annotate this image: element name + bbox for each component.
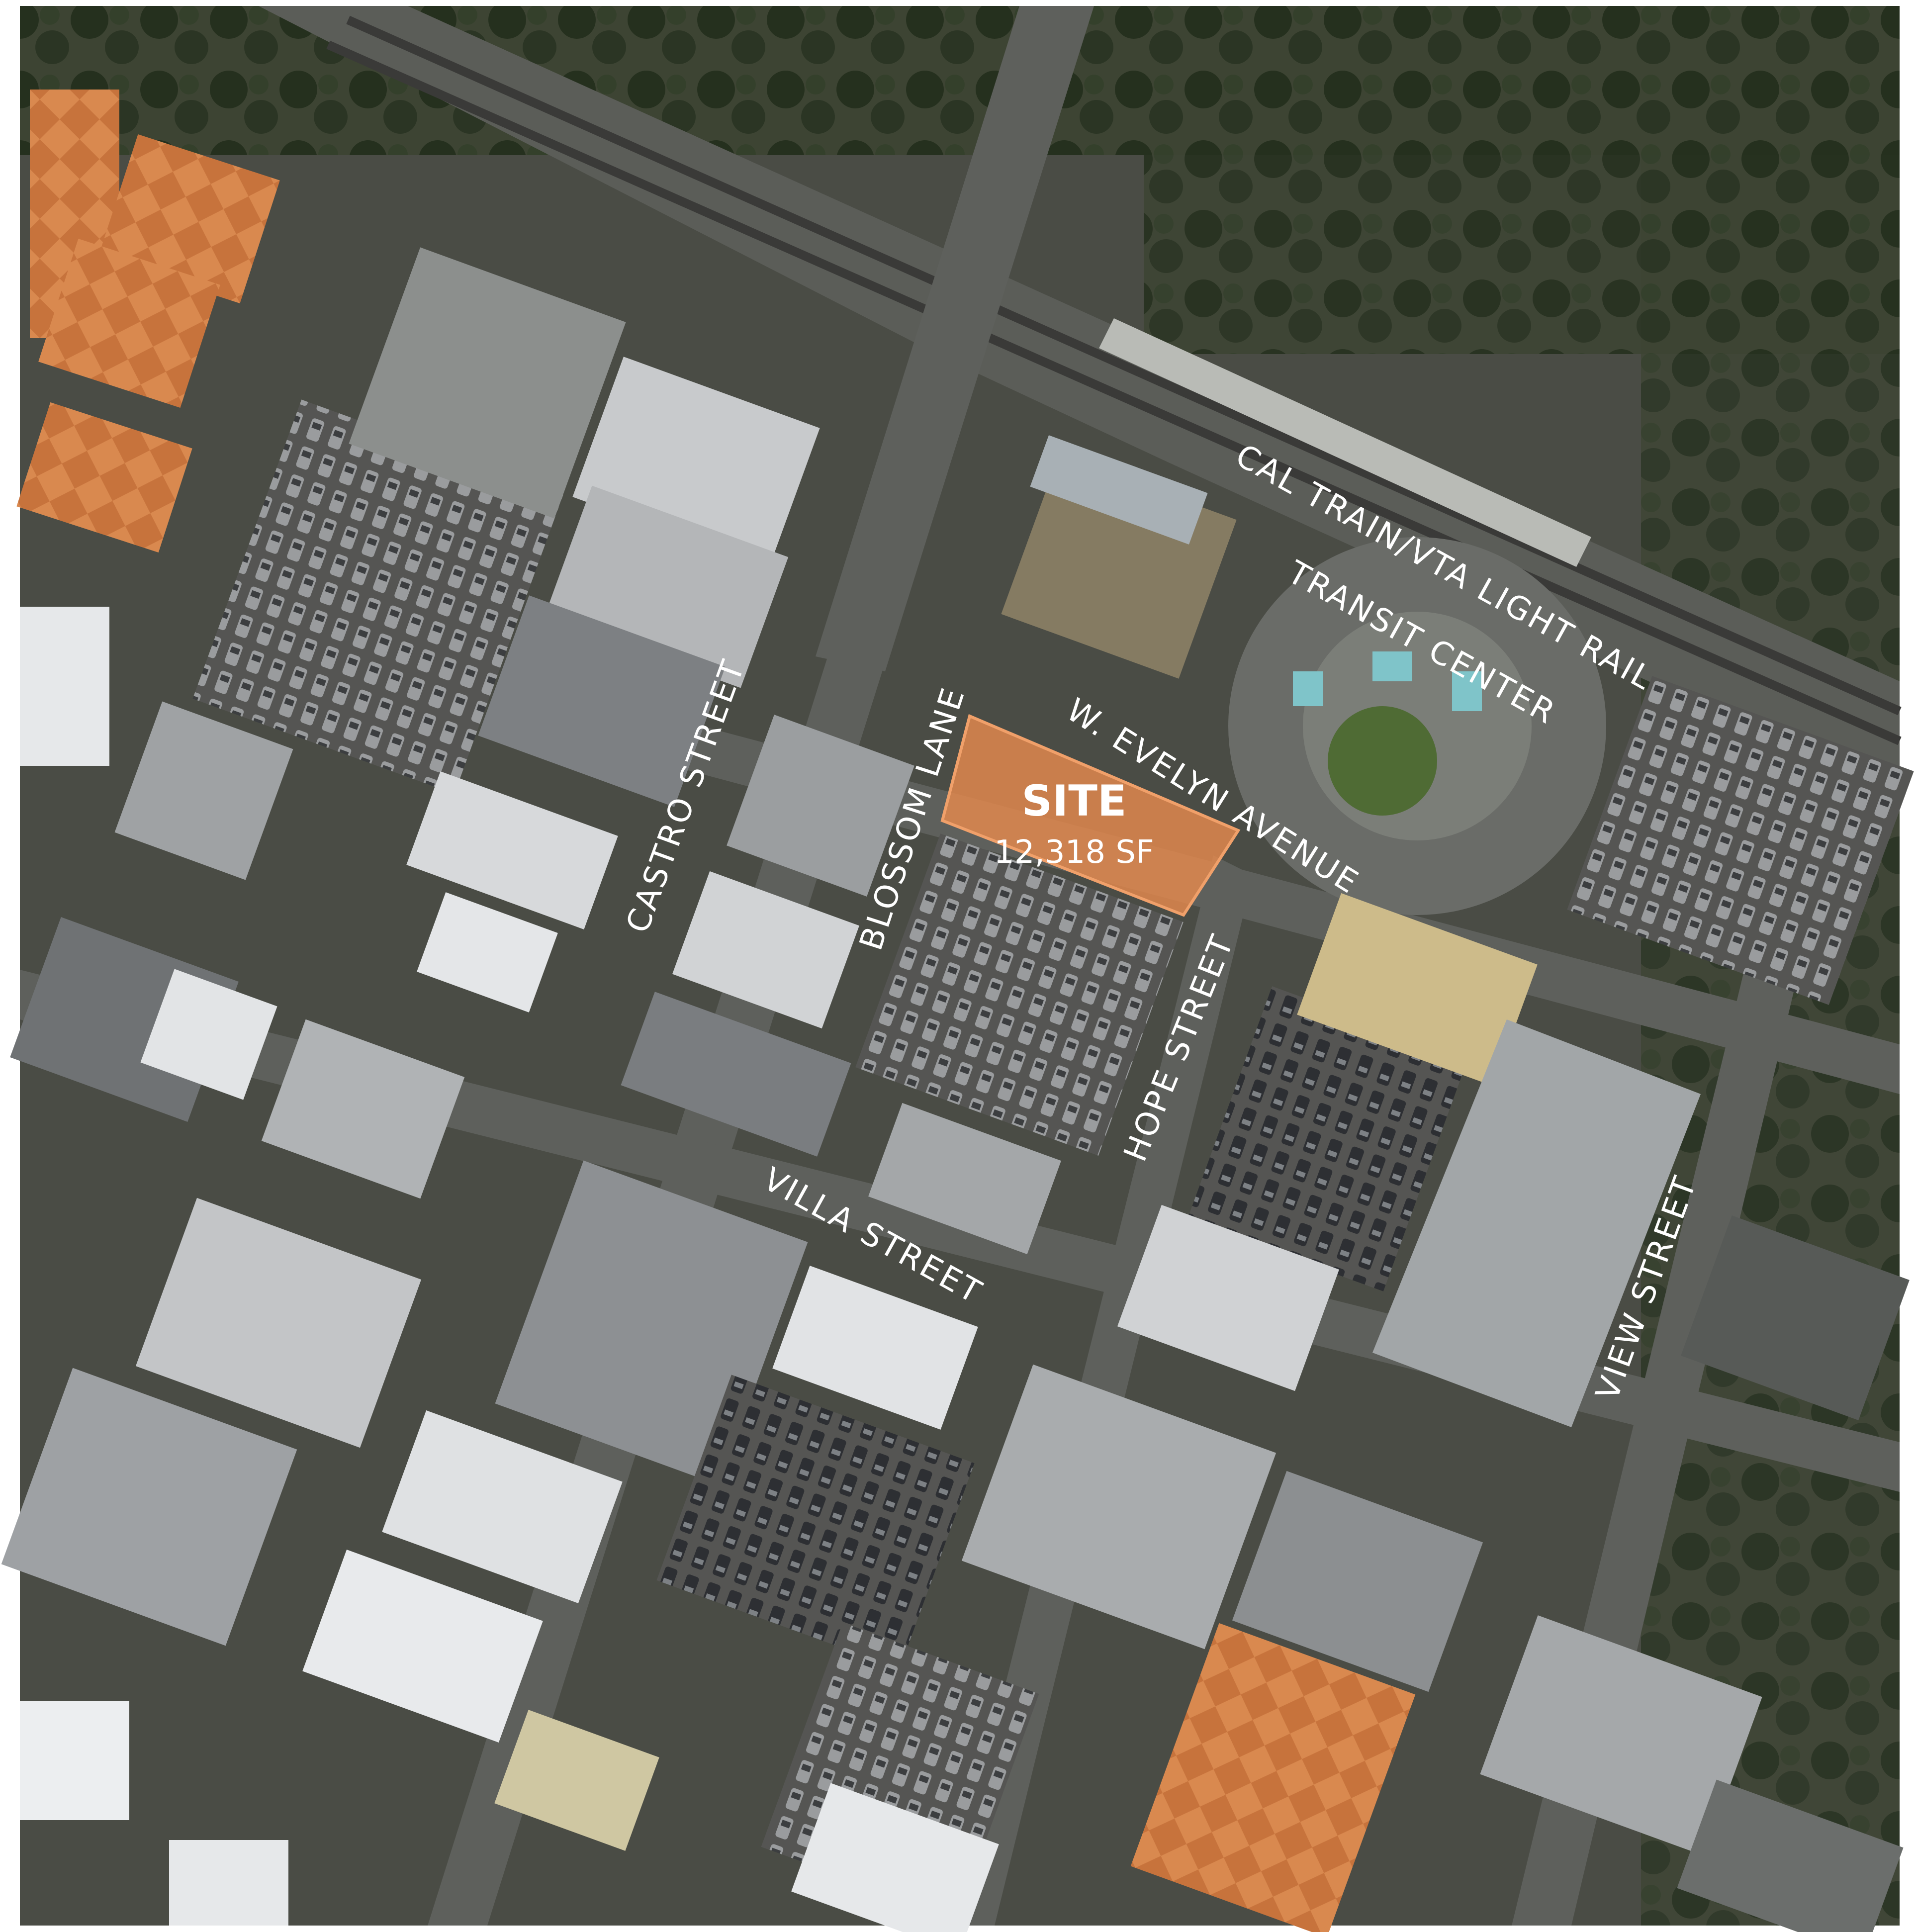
building-roof: [1677, 1779, 1904, 1932]
residence-tile-roof: [16, 402, 192, 552]
building-roof: [135, 1197, 422, 1448]
rail-track: [346, 15, 1902, 716]
building-roof: [1232, 1471, 1483, 1692]
building-roof: [672, 871, 859, 1029]
site-title: SITE: [1021, 776, 1126, 826]
parking-lot: [1567, 676, 1914, 1005]
building-roof: [791, 1783, 999, 1932]
rail-platform: [1099, 318, 1591, 567]
building-roof: [406, 771, 618, 929]
building-roof: [961, 1364, 1277, 1650]
building-roof: [349, 247, 626, 519]
building-roof: [302, 1550, 543, 1743]
building-roof: [1297, 893, 1538, 1086]
building-roof: [20, 607, 109, 766]
building-roof: [20, 1701, 129, 1820]
transit-center-lawn: [1328, 706, 1437, 816]
parking-garage: [192, 399, 563, 794]
parking-lot: [1187, 986, 1468, 1291]
parking-lot: [855, 833, 1184, 1156]
site-area: 12,318 SF: [994, 834, 1154, 871]
building-roof: [1, 1368, 297, 1646]
building-roof: [261, 1019, 465, 1199]
building-roof: [727, 715, 914, 897]
building-roof: [1480, 1615, 1762, 1856]
residence-tile-roof: [38, 239, 220, 408]
vegetation-ne: [1144, 6, 1900, 354]
parking-lot: [656, 1375, 975, 1669]
building-roof: [621, 992, 851, 1157]
building-roof: [1117, 1204, 1340, 1391]
transit-shelter: [1452, 671, 1482, 711]
building-roof: [1681, 1215, 1910, 1420]
rail-track: [326, 40, 1902, 745]
station-building: [1030, 435, 1208, 545]
building-roof: [417, 892, 558, 1012]
building-roof: [169, 1840, 288, 1926]
building-roof: [478, 595, 726, 807]
building-roof: [1372, 1019, 1701, 1427]
building-roof: [140, 969, 277, 1100]
building-roof: [868, 1103, 1061, 1255]
transit-shelter: [1293, 671, 1323, 706]
transit-shelter: [1372, 651, 1412, 681]
building-roof: [494, 1710, 659, 1851]
building-roof: [114, 701, 293, 880]
building-roof: [382, 1410, 623, 1603]
building-roof: [772, 1266, 978, 1430]
road-evelyn: [597, 706, 1900, 1094]
residence-tile-roof: [1130, 1623, 1416, 1932]
site-parcel: [940, 714, 1241, 917]
road-north-cross: [816, 6, 1094, 671]
